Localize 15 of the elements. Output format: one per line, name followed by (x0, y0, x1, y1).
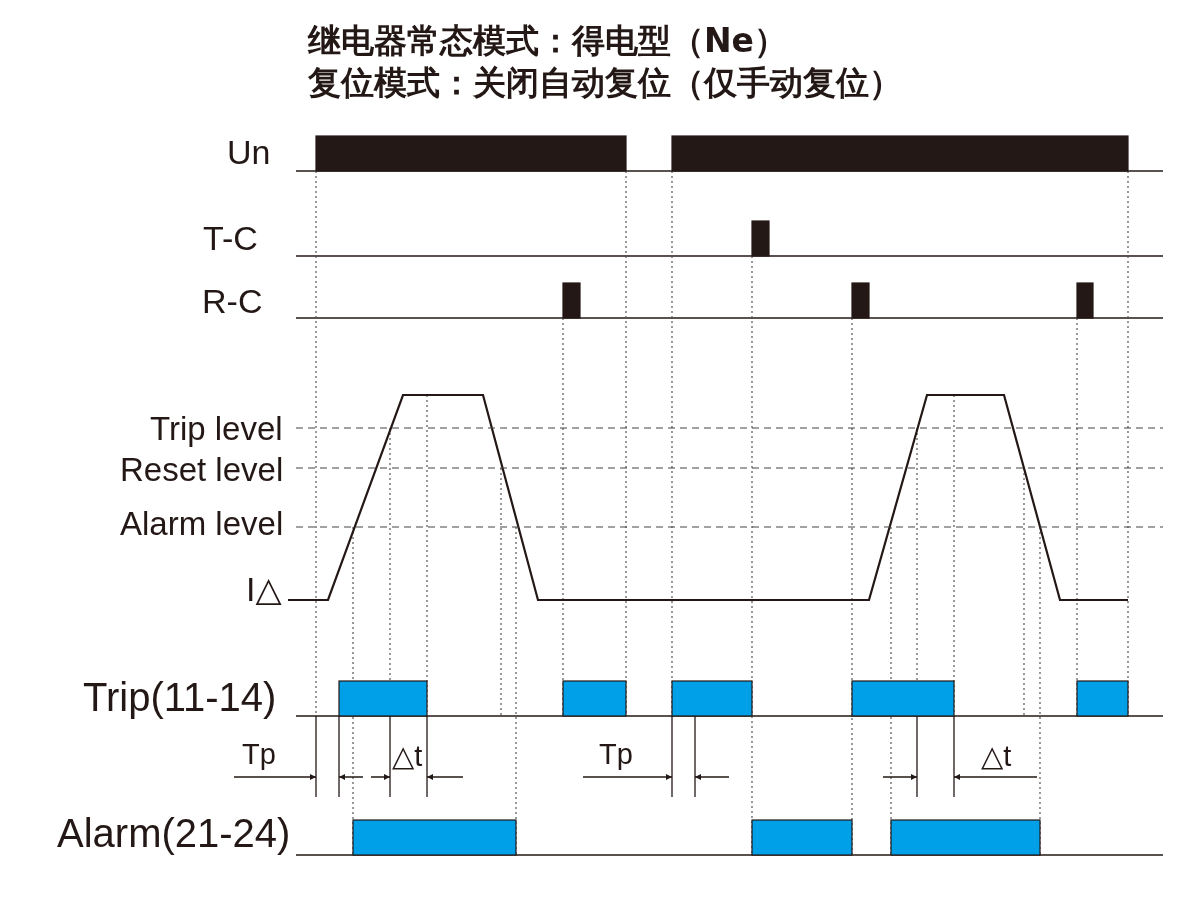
level-label: Trip level (150, 411, 283, 445)
time-label: △t (981, 741, 1012, 771)
time-label: Tp (242, 739, 276, 769)
signal-label: Alarm(21-24) (57, 813, 291, 853)
signal-label: T-C (203, 221, 258, 255)
signal-label: Trip(11-14) (83, 677, 277, 717)
time-label: Tp (599, 739, 633, 769)
time-label: △t (392, 741, 423, 771)
level-label: Reset level (120, 452, 284, 486)
mode-subtitle: 复位模式：关闭自动复位（仅手动复位） (308, 65, 902, 99)
signal-label: R-C (202, 284, 263, 318)
signal-label: I△ (246, 572, 282, 606)
signal-label: Un (227, 135, 271, 169)
level-label: Alarm level (120, 506, 284, 540)
diagram-title: 继电器常态模式：得电型（Ne） (308, 23, 787, 57)
